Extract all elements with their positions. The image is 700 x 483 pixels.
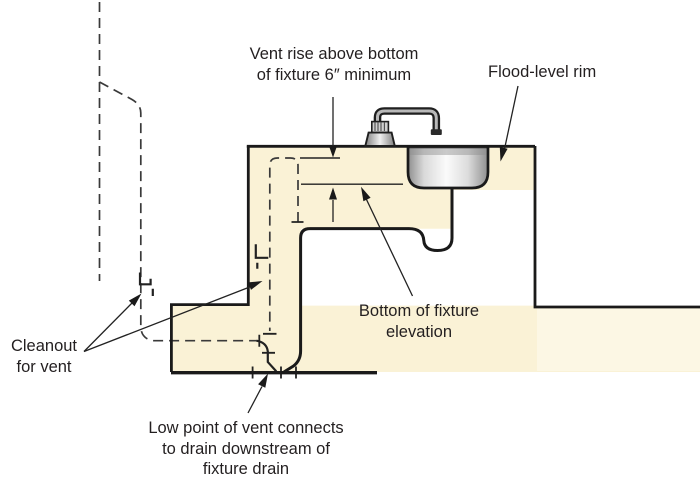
faucet (364, 107, 442, 147)
arrow-up-icon (329, 187, 337, 200)
sink-basin (406, 145, 490, 190)
label-low-point-line1: Low point of vent connects (148, 419, 344, 437)
arrowhead-icon (499, 147, 508, 162)
arrow-down-icon (329, 146, 337, 158)
label-bottom-fixture-line2: elevation (385, 322, 453, 341)
label-flood-level: Flood-level rim (488, 62, 596, 83)
faucet-neck (370, 120, 390, 134)
label-vent-rise: Vent rise above bottom of fixture 6″ min… (230, 44, 438, 85)
cleanout-leader-outer (83, 293, 142, 352)
structure-right-outline (533, 146, 700, 309)
label-bottom-fixture: Bottom of fixture elevation (338, 301, 500, 342)
arrowhead-icon (128, 293, 142, 307)
bottom-fixture-leader (361, 186, 414, 297)
label-vent-rise-line1: Vent rise above bottom (249, 45, 419, 63)
arrowhead-icon (258, 373, 268, 388)
label-bottom-fixture-line1: Bottom of fixture (358, 302, 480, 320)
label-vent-rise-line2: of fixture 6″ minimum (256, 65, 412, 84)
vent-rise-arrow (329, 97, 337, 158)
label-cleanout-line1: Cleanout (10, 337, 78, 355)
cleanout-symbol-outer (138, 272, 154, 296)
cleanout-symbol-inner (254, 244, 269, 269)
arrowhead-icon (248, 281, 263, 290)
label-cleanout: Cleanout for vent (2, 336, 86, 377)
fixture-bottom-arrow (329, 187, 337, 222)
cabinet-cutout (301, 190, 534, 306)
label-cleanout-line2: for vent (16, 357, 72, 376)
faucet-neck-ribs (374, 122, 385, 131)
vent-branch-dashed (99, 81, 257, 342)
arrowhead-icon (361, 186, 371, 202)
faucet-spout-highlight (376, 109, 438, 132)
cleanout-leader-inner (83, 281, 263, 353)
label-low-point-line2: to drain downstream of (162, 439, 330, 458)
floor-band-fill (537, 308, 700, 371)
faucet-base (364, 131, 397, 147)
sink-rim-shadow (409, 147, 487, 155)
label-low-point: Low point of vent connects to drain down… (128, 418, 364, 480)
flood-level-leader (499, 85, 519, 162)
structure-left-outline (170, 146, 250, 372)
label-flood-level-text: Flood-level rim (488, 63, 597, 81)
low-point-leader (247, 373, 268, 414)
fixture-drain-pipe (283, 187, 454, 374)
faucet-spout-tip (430, 129, 442, 135)
label-low-point-line3: fixture drain (202, 460, 290, 478)
